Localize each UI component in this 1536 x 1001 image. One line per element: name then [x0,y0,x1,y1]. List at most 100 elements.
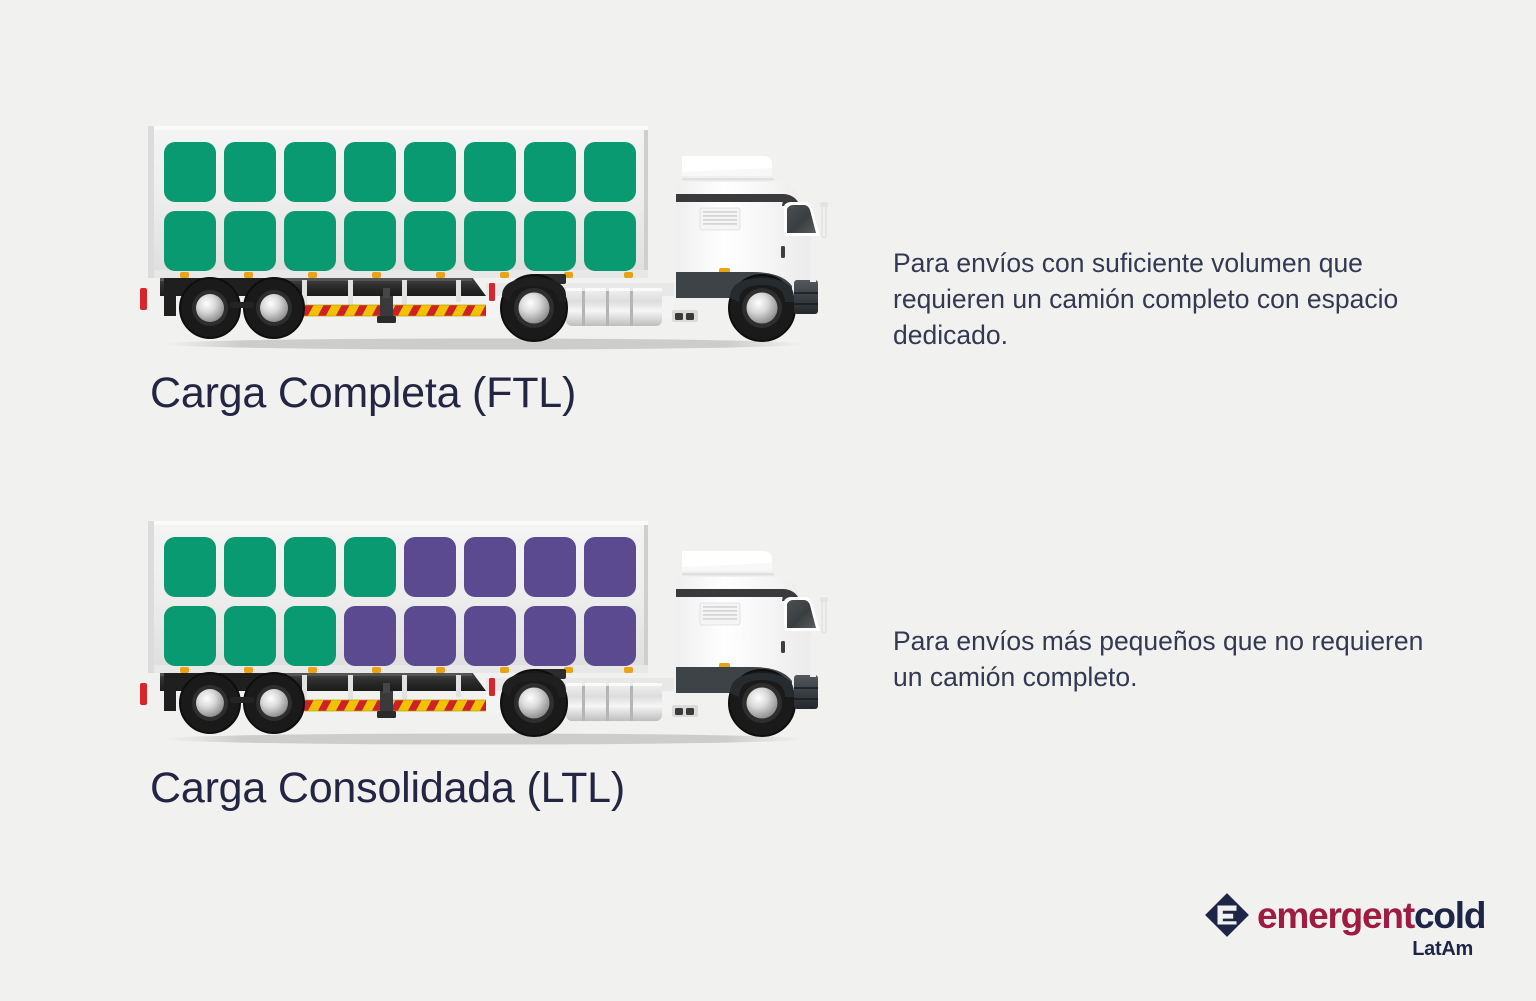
cargo-box-green [344,142,396,202]
trailer-wheels [179,277,305,339]
step-slot [686,313,694,320]
roof-seam [682,573,774,576]
cab-roof-band [676,194,784,202]
cargo-box-purple [404,606,456,666]
cargo-box-green [584,211,636,271]
steer-wheel-fender [730,278,794,302]
cargo-box-purple [464,606,516,666]
truck-illustration-ltl [134,515,834,745]
landing-gear [377,683,396,718]
emergentcold-latam-logo: emergentcold LatAm [1205,893,1486,963]
cargo-box-green [164,211,216,271]
steer-wheel [728,669,796,737]
wheel [179,277,241,339]
cab-side-vent-icon [699,207,741,231]
step-slot [675,708,683,715]
trailer-box-bottom-rail [148,270,648,278]
trailer [140,126,648,339]
cargo-box-green [164,537,216,597]
ltl-description: Para envíos más pequeños que no requiere… [893,626,1424,693]
trailer-wheels [179,672,305,734]
trailer-box-top-rail [148,126,648,130]
drive-wheel-fender [502,673,566,697]
tractor [486,551,828,737]
ftl-description: Para envíos con suficiente volumen que r… [893,248,1399,351]
door-handle-icon [781,641,785,653]
cab-window [784,597,820,631]
cargo-box-green [284,142,336,202]
cargo-box-purple [404,537,456,597]
cargo-box-green [224,606,276,666]
cargo-box-green [224,142,276,202]
cab-front-face [810,240,816,282]
chassis-top-edge [160,672,472,676]
cargo-box-green [464,142,516,202]
roof-fairing-highlight [682,156,772,172]
cargo-grid-ltl [164,537,636,666]
trailer-box-bottom-rail [148,665,648,673]
cargo-box-green [464,211,516,271]
cargo-box-green [344,537,396,597]
side-mirror-icon [820,597,828,634]
cab [676,551,828,737]
wheel [179,672,241,734]
trailer-strut [456,280,461,302]
front-bumper [794,675,818,709]
logo-word-cold: cold [1413,894,1486,936]
ground-shadow [164,338,804,350]
step-slot [675,313,683,320]
logo-word-emergent: emergent [1257,894,1415,936]
trailer-box-top-rail [148,521,648,525]
cab-roof-band [676,589,784,597]
cargo-box-green [284,606,336,666]
cargo-box-green [344,211,396,271]
tractor-reflector-icon [489,678,495,696]
front-bumper [794,280,818,314]
section-ltl: Carga Consolidada (LTL) Para envíos más … [0,515,1536,855]
cargo-box-green [224,211,276,271]
fuel-tank [566,288,662,326]
trailer-strut [456,675,461,697]
trailer-rear-post [148,126,154,278]
side-mirror-icon [820,202,828,239]
cargo-box-green [524,211,576,271]
rear-reflector-icon [140,683,147,705]
semi-truck-partial-load-graphic [140,521,828,745]
cargo-box-green [404,142,456,202]
cargo-box-green [524,142,576,202]
tractor-drive-wheel [500,669,568,737]
cargo-box-purple [524,606,576,666]
cargo-box-purple [584,537,636,597]
ftl-title: Carga Completa (FTL) [150,369,577,417]
tractor [486,156,828,342]
trailer-rear-post [148,521,154,673]
fuel-tank [566,683,662,721]
trailer-strut [402,280,407,306]
cab-side-vent-icon [699,602,741,626]
cargo-box-green [404,211,456,271]
trailer [140,521,648,734]
cargo-box-purple [344,606,396,666]
cargo-box-green [284,537,336,597]
chassis-top-edge [160,277,472,281]
roof-fairing-highlight [682,551,772,567]
wheel [243,277,305,339]
trailer-marker-lights [180,272,633,278]
semi-truck-full-load-graphic [140,126,828,350]
truck-illustration-ftl [134,120,834,350]
cargo-box-green [164,606,216,666]
cargo-box-green [584,142,636,202]
section-ftl: Carga Completa (FTL) Para envíos con suf… [0,120,1536,460]
step-slot [686,708,694,715]
door-handle-icon [781,246,785,258]
rear-reflector-icon [140,288,147,310]
trailer-strut [348,280,353,306]
cargo-box-purple [464,537,516,597]
trailer-strut [302,675,307,701]
cab-window [784,202,820,236]
logo-subtitle: LatAm [1412,938,1473,960]
cargo-box-green [284,211,336,271]
ground-shadow [164,733,804,745]
ltl-title: Carga Consolidada (LTL) [150,764,626,812]
steer-wheel-fender [730,673,794,697]
